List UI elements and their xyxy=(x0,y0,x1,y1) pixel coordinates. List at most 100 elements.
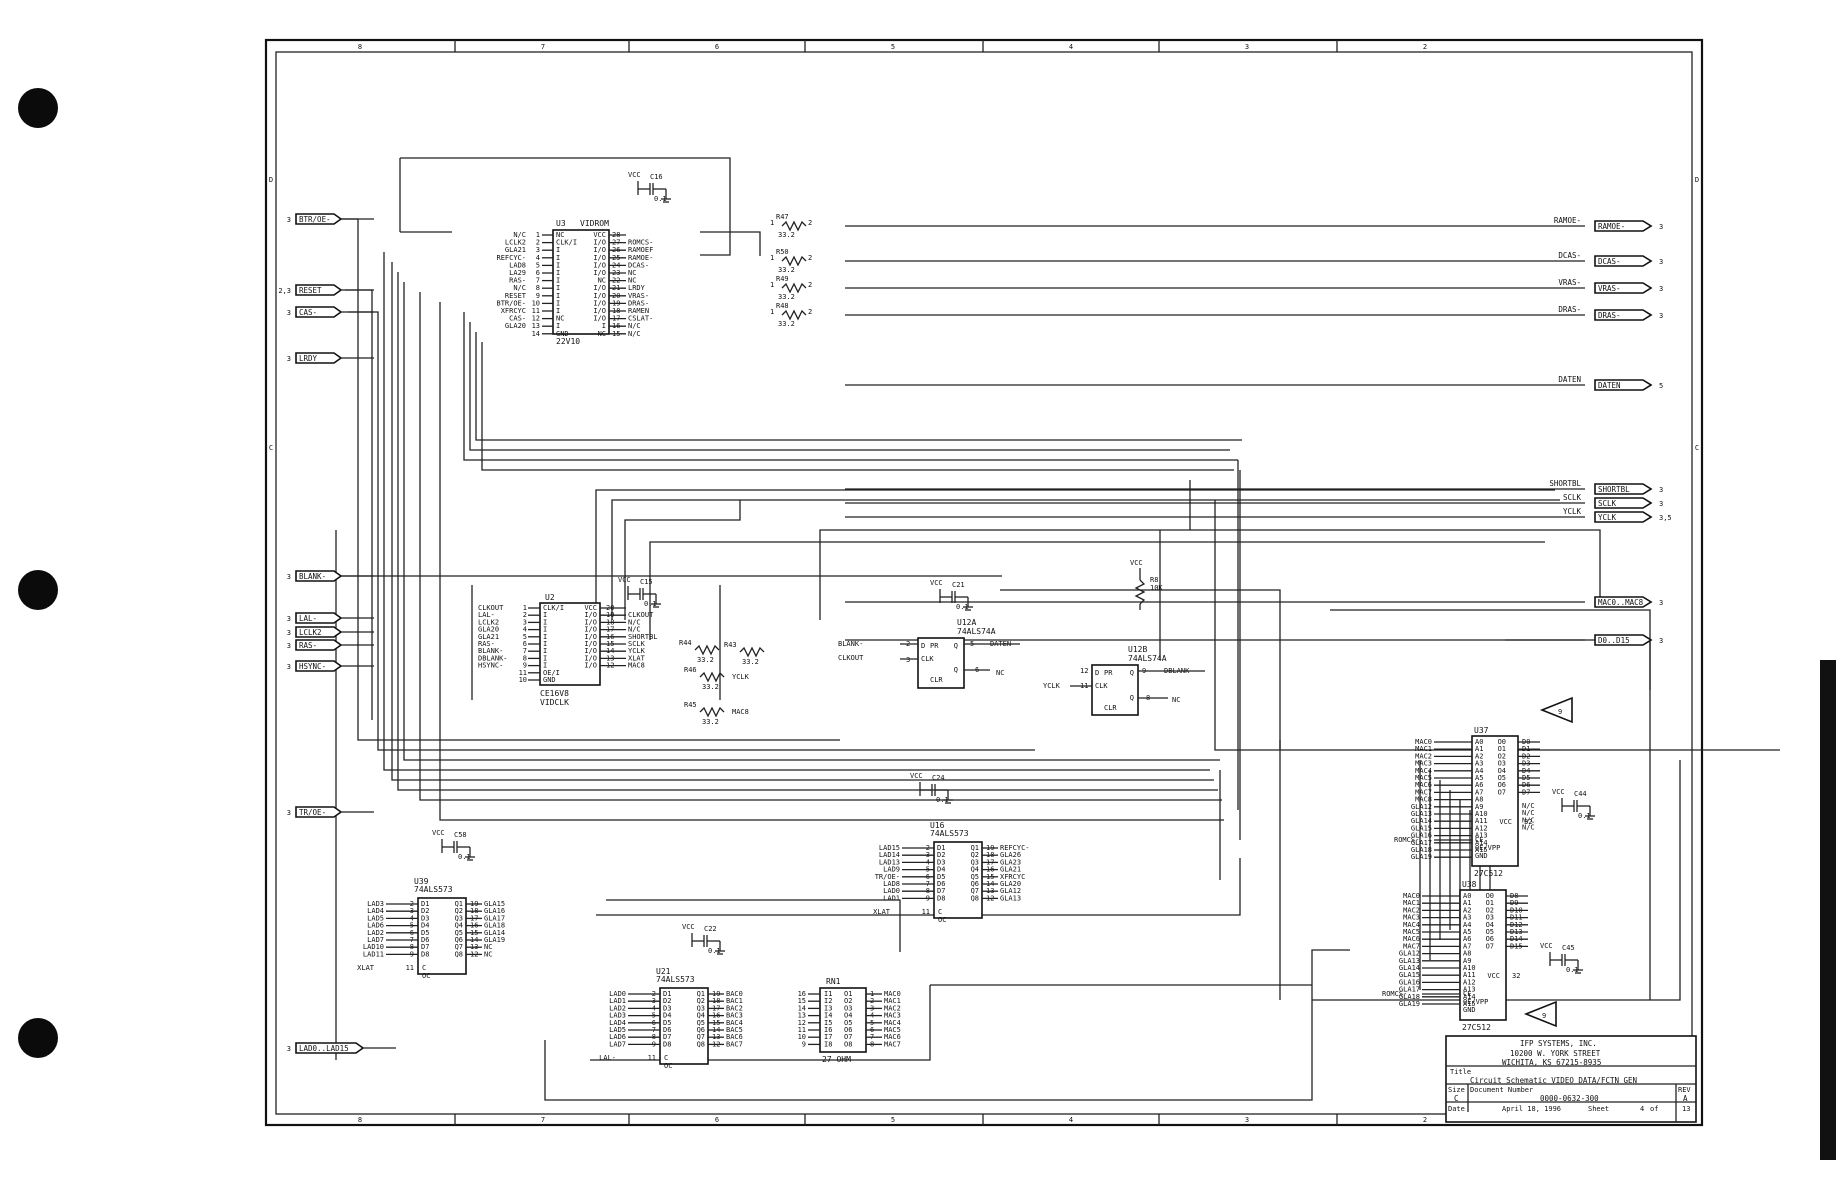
port-name: SCLK xyxy=(1598,499,1617,508)
pin-label: GND xyxy=(1463,1006,1476,1014)
net-label: MAC1 xyxy=(1415,745,1432,753)
net-label: LAD10 xyxy=(363,943,384,951)
net-label: GLA20 xyxy=(478,626,499,634)
port-arrow xyxy=(295,352,343,364)
pin-num: 2 xyxy=(536,239,540,247)
pin-label: O6 xyxy=(1486,935,1494,943)
net-label: GLA18 xyxy=(484,922,505,930)
chip-func: VIDROM xyxy=(580,219,609,228)
svg-text:9: 9 xyxy=(1542,1012,1546,1020)
pin-label: O4 xyxy=(844,1012,852,1020)
port-name: SHORTBL xyxy=(1598,485,1630,494)
net-label: LAD11 xyxy=(363,950,384,958)
net-label: DCAS- xyxy=(628,261,649,269)
net-label: N/C xyxy=(628,626,641,634)
port-arrow xyxy=(295,806,343,818)
pin-num: 3 xyxy=(906,656,910,664)
pin-label: A8 xyxy=(1475,796,1483,804)
net-label: MAC7 xyxy=(1403,942,1420,950)
net-label: SHORTBL xyxy=(628,633,658,641)
port-arrow xyxy=(1594,379,1653,391)
chip-body xyxy=(539,602,601,686)
pin-label: Q1 xyxy=(455,900,463,908)
net-label: CLKOUT xyxy=(478,604,504,612)
pin-label: D3 xyxy=(937,858,945,866)
vcc-label: VCC xyxy=(1552,788,1565,796)
pin-label: OE/I xyxy=(543,669,560,677)
pin-num: 10 xyxy=(798,1033,806,1041)
pin-label: I/O xyxy=(593,299,606,307)
chip-body xyxy=(552,229,610,335)
pin-label: I/O xyxy=(584,633,597,641)
port-sheet-ref: 3 xyxy=(287,615,291,623)
chip-body xyxy=(917,637,965,689)
net-label: GLA19 xyxy=(484,936,505,944)
net-label: GLA16 xyxy=(1399,978,1420,986)
vcc-label: VCC xyxy=(618,576,631,584)
pin-label: CLR xyxy=(930,676,943,684)
pin-label: D1 xyxy=(937,844,945,852)
port-right-3: DRAS-DRAS-3 xyxy=(845,305,1663,321)
border-col-top: 8 xyxy=(358,43,362,51)
port-sheet-ref: 3 xyxy=(287,629,291,637)
net-label: GLA17 xyxy=(1399,986,1420,994)
pin-num: 3 xyxy=(523,618,527,626)
binder-hole-top xyxy=(18,88,58,128)
net-label: XLAT xyxy=(357,964,375,972)
pin-label: A2 xyxy=(1463,906,1471,914)
pin-label: A13 xyxy=(1475,832,1488,840)
pin-label: O2 xyxy=(1498,752,1506,760)
chip-type: 22V10 xyxy=(556,337,580,346)
net-label: GLA13 xyxy=(1411,810,1432,818)
pin-label: D4 xyxy=(937,866,945,874)
net-label: BTR/OE- xyxy=(496,299,526,307)
net-label: GLA12 xyxy=(1411,803,1432,811)
net-label: HSYNC- xyxy=(478,662,503,670)
pin-label: I xyxy=(543,647,547,655)
net-label: MAC4 xyxy=(884,1019,901,1027)
pin-label: D8 xyxy=(421,950,429,958)
pin-label: A8 xyxy=(1463,950,1471,958)
pin-label: Q xyxy=(954,642,958,650)
chip-body xyxy=(1459,889,1507,1021)
port-name: YCLK xyxy=(1598,513,1617,522)
net-label: LAD2 xyxy=(367,929,384,937)
pin-label: Q xyxy=(1130,694,1134,702)
pin-num: 2 xyxy=(808,308,812,316)
pin-label: O7 xyxy=(1486,942,1494,950)
pin-label: I8 xyxy=(824,1040,832,1048)
port-arrow xyxy=(1594,309,1653,321)
pin-label: A14 xyxy=(1475,839,1488,847)
chip-type: 27C512 xyxy=(1474,869,1503,878)
pin-label: I/O xyxy=(584,618,597,626)
port-sheet-ref: 3 xyxy=(287,309,291,317)
net-label: GLA14 xyxy=(1399,964,1420,972)
pin-num: 14 xyxy=(798,1004,806,1012)
resistor-value: 33.2 xyxy=(778,293,795,301)
pin-label: Q xyxy=(1130,669,1134,677)
pin-label: I/O xyxy=(593,246,606,254)
pin-label: Q xyxy=(954,666,958,674)
net-label: LAD4 xyxy=(609,1019,626,1027)
pin-label: A7 xyxy=(1463,942,1471,950)
binder-hole-bottom xyxy=(18,1018,58,1058)
chip-u2: U2CE16V8VIDCLKCLK/I1CLKOUTI2LAL-I3LCLK2I… xyxy=(478,576,661,707)
pin-label: I7 xyxy=(824,1033,832,1041)
net-label: MAC3 xyxy=(1415,760,1432,768)
net-label: NC xyxy=(628,269,636,277)
pin-label: I xyxy=(556,269,560,277)
resistor-ref: R50 xyxy=(776,248,789,256)
net-label: GLA17 xyxy=(1411,839,1432,847)
pin-label: Q2 xyxy=(455,907,463,915)
port-arrow xyxy=(295,612,343,624)
net-label: CSLAT- xyxy=(628,315,653,323)
resistor-ref: R8 xyxy=(1150,576,1158,584)
